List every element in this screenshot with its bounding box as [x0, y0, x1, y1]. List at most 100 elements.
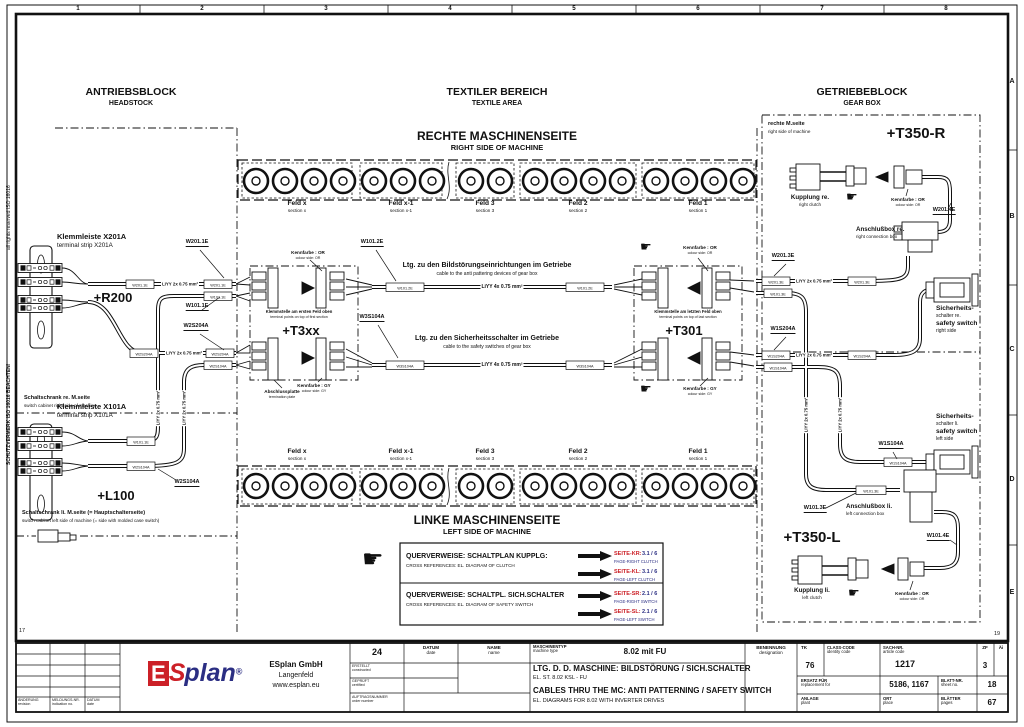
spec-liyy2-g: LiYY 2x 0.75 mm²	[794, 352, 834, 358]
tb-ersatz-value: 5186, 1167	[889, 680, 929, 689]
callout-w101-4e: W101.4E	[926, 533, 950, 542]
heading-antriebsblock: ANTRIEBSBLOCK	[85, 86, 177, 98]
tag-t3xx: +T3xx	[282, 323, 320, 338]
legend-ref1-label: SEITE-KR:	[614, 551, 642, 557]
tb-blatt-label: BLATT-NR.sheet no.	[941, 678, 963, 688]
legend-row1-de: QUERVERWEISE: SCHALTPLAN KUPPLG:	[406, 553, 548, 560]
switch-cabinet-right: switch cabinet right side of machine	[24, 403, 97, 408]
anschlussbox-li-de: Anschlußbox li.	[846, 503, 893, 510]
tb-blatt-value: 18	[987, 680, 997, 689]
gearbox-components	[37, 163, 979, 585]
legend-ref4-value: 2.1 / 6	[642, 609, 658, 615]
svg-text:W101.1E: W101.1E	[210, 296, 226, 300]
svg-text:W2S204A: W2S204A	[135, 353, 153, 357]
spec-liyy2-v2: LiYY 2x 0.75 mm²	[181, 389, 187, 427]
tb-maschinentyp-value: 8.02 mit FU	[623, 647, 667, 656]
switch-li-line4: left side	[936, 436, 954, 442]
svg-text:W101.3E: W101.3E	[863, 490, 879, 494]
switch-li-line2: schalter li.	[936, 421, 959, 427]
switch-re-line3: safety switch	[936, 320, 978, 327]
column-2: 2	[200, 5, 204, 12]
tb-sach-nr-value: 1217	[895, 659, 916, 669]
rechte-mseite-de: rechte M.seite	[768, 121, 805, 127]
kennfarbe-or-li-de: Kennfarbe : OR	[895, 591, 929, 596]
legend-ref2-value: 3.1 / 6	[642, 569, 658, 575]
callout-w3s104a: W3S104A	[359, 314, 385, 323]
callout-w2s204a: W2S204A	[183, 323, 209, 332]
spec-liyy2-v1: LiYY 2x 0.75 mm²	[155, 389, 161, 427]
terminal-strip-x101a: terminal strip X101A	[57, 412, 113, 419]
column-8: 8	[944, 5, 948, 12]
switch-li-line3: safety switch	[936, 428, 978, 435]
connectors	[251, 267, 731, 381]
callout-w101-1e: W101.1E	[185, 303, 209, 312]
kupplung-li-de: Kupplung li.	[794, 587, 830, 594]
kupplung-li-en: left clutch	[802, 595, 822, 600]
column-7: 7	[820, 5, 824, 12]
tb-num24: 24	[371, 647, 383, 657]
tag-l100: +L100	[97, 488, 135, 503]
section-x1-top: section x-1	[389, 208, 413, 213]
heading-right-side: RIGHT SIDE OF MACHINE	[450, 143, 544, 152]
hand-icon-t301-top: ☛	[640, 239, 652, 254]
heading-headstock: HEADSTOCK	[108, 100, 154, 107]
switch-li-line1: Sicherheits-	[936, 413, 974, 420]
field-3-bottom: Feld 3	[475, 448, 495, 455]
tag-t350-l: +T350-L	[783, 529, 841, 546]
rechte-mseite-en: right side of machine	[768, 129, 811, 134]
tb-zf-value: 3	[982, 661, 988, 670]
klemmstelle-first-en: terminal points on top of first section	[270, 315, 328, 319]
legend-ref3-label: SEITE-SR:	[614, 591, 642, 597]
cable-tags: W201.1E W201.1E W101.1E W101.1E W2S204A …	[125, 276, 913, 495]
section-x1-bottom: section x-1	[389, 456, 413, 461]
column-4: 4	[448, 5, 452, 12]
spindle-circles	[242, 167, 757, 500]
klemmstelle-first-de: Klemmstelle am ersten Feld oben	[265, 309, 333, 314]
legend-ref3-sub: PAGE-RIGHT SWITCH	[614, 599, 658, 604]
anschlussbox-re-en: right connection box	[856, 234, 898, 239]
svg-text:W3S104A: W3S104A	[396, 365, 414, 369]
rev-header-meldung: MELDUNGS-NR.indication no.	[52, 698, 80, 706]
section-x-bottom: section x	[287, 456, 307, 461]
svg-text:W101.3E: W101.3E	[770, 293, 786, 297]
column-5: 5	[572, 5, 576, 12]
svg-text:W201.3E: W201.3E	[768, 281, 784, 285]
cable-bot-desc-en: cable to the safety switches of gear box	[443, 344, 531, 350]
tb-sach-nr-label: SACH-NR.article code	[883, 645, 905, 655]
callout-w201-1e: W201.1E	[185, 239, 209, 248]
legend-ref3-value: 2.1 / 6	[642, 591, 658, 597]
switch-re-line4: right side	[936, 328, 957, 334]
kupplung-re-en: right clutch	[798, 202, 822, 207]
legend-ref4-sub: PAGE-LEFT SWITCH	[614, 617, 655, 622]
row-c: C	[1009, 346, 1015, 353]
svg-text:W1S204A: W1S204A	[853, 355, 871, 359]
klemmstelle-last-de: Klemmstelle am letzten Feld oben	[654, 309, 722, 314]
anschlussbox-li-en: left connection box	[846, 511, 885, 516]
legend-row1-en: CROSS REFERENCES: EL. DIAGRAM OF CLUTCH	[406, 563, 515, 568]
svg-text:W2S204A: W2S204A	[211, 353, 229, 357]
callout-w101-2e: W101.2E	[360, 239, 384, 248]
hand-icon-clutch-left: ☛	[848, 585, 860, 600]
legend-row2-en: CROSS REFERENCES: EL. DIAGRAM OF SAFETY …	[406, 602, 534, 607]
field-3-top: Feld 3	[475, 200, 495, 207]
switch-re-line1: Sicherheits-	[936, 305, 974, 312]
heading-rechte-maschinenseite: RECHTE MASCHINENSEITE	[416, 129, 578, 143]
cable-bot-desc-de: Ltg. zu den Sicherheitsschalter im Getri…	[415, 335, 559, 342]
svg-text:W1S104A: W1S104A	[889, 462, 907, 466]
kennfarbe-or-t301-de: Kennfarbe : OR	[683, 245, 717, 250]
field-2-top: Feld 2	[568, 200, 588, 207]
corner-number-left: 17	[19, 628, 26, 634]
legend-ref2-label: SEITE-KL:	[614, 569, 641, 575]
kennfarbe-gy-t301-en: colour side: GY	[687, 392, 713, 396]
titleblock-grid	[15, 642, 1009, 713]
tb-title-en-sub: EL. DIAGRAMS FOR 8.02 WITH INVERTER DRIV…	[533, 698, 665, 704]
heading-left-side: LEFT SIDE OF MACHINE	[443, 527, 531, 536]
kennfarbe-gy-t301-de: Kennfarbe : GY	[683, 386, 717, 391]
spec-liyy2-v3: LiYY 2x 0.75 mm²	[803, 396, 809, 434]
